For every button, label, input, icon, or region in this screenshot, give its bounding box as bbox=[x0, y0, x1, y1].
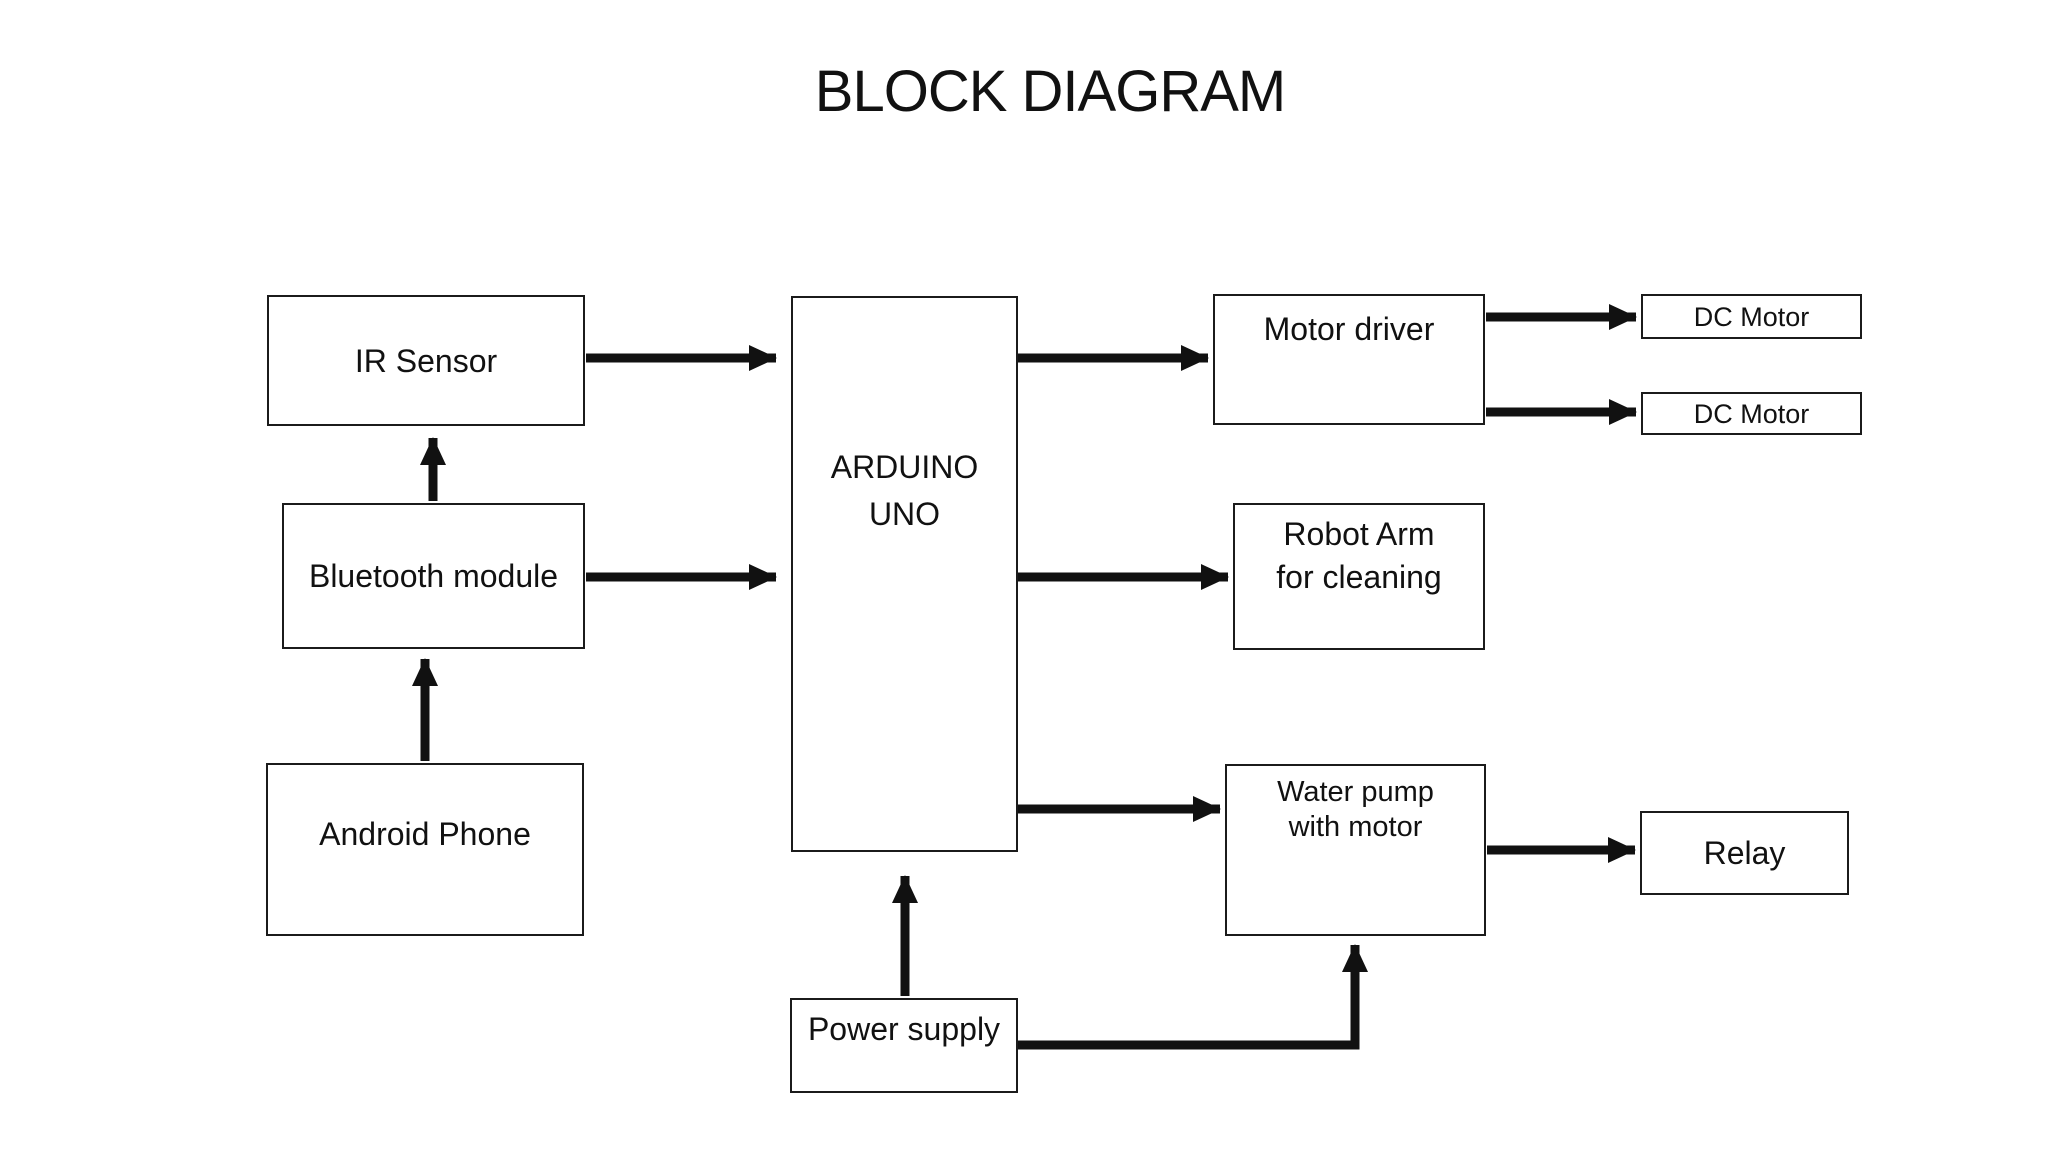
block-power-supply: Power supply bbox=[790, 998, 1018, 1093]
block-dc-motor-1: DC Motor bbox=[1641, 294, 1862, 339]
block-label-dc-motor-2: DC Motor bbox=[1693, 398, 1810, 429]
diagram-title: BLOCK DIAGRAM bbox=[814, 59, 1286, 124]
block-water-pump: Water pump with motor bbox=[1225, 764, 1486, 936]
block-ir-sensor: IR Sensor bbox=[267, 295, 585, 426]
block-label-robot-arm: Robot Arm for cleaning bbox=[1276, 516, 1442, 595]
block-label-power-supply: Power supply bbox=[807, 1011, 1001, 1047]
block-label-water-pump: Water pump with motor bbox=[1277, 776, 1434, 843]
block-label-bluetooth-module: Bluetooth module bbox=[308, 558, 559, 594]
block-dc-motor-2: DC Motor bbox=[1641, 392, 1862, 435]
block-label-arduino-uno: ARDUINO UNO bbox=[830, 449, 979, 532]
block-bluetooth-module: Bluetooth module bbox=[282, 503, 585, 649]
block-label-android-phone: Android Phone bbox=[319, 815, 531, 852]
block-android-phone: Android Phone bbox=[266, 763, 584, 936]
arrow-power-supply-to-water-pump bbox=[1018, 944, 1368, 1050]
block-relay: Relay bbox=[1640, 811, 1849, 895]
block-robot-arm: Robot Arm for cleaning bbox=[1233, 503, 1485, 650]
block-label-relay: Relay bbox=[1703, 835, 1786, 871]
block-label-ir-sensor: IR Sensor bbox=[354, 342, 498, 379]
block-label-dc-motor-1: DC Motor bbox=[1693, 301, 1810, 332]
block-arduino-uno: ARDUINO UNO bbox=[791, 296, 1018, 852]
block-motor-driver: Motor driver bbox=[1213, 294, 1485, 425]
block-label-motor-driver: Motor driver bbox=[1263, 311, 1435, 347]
